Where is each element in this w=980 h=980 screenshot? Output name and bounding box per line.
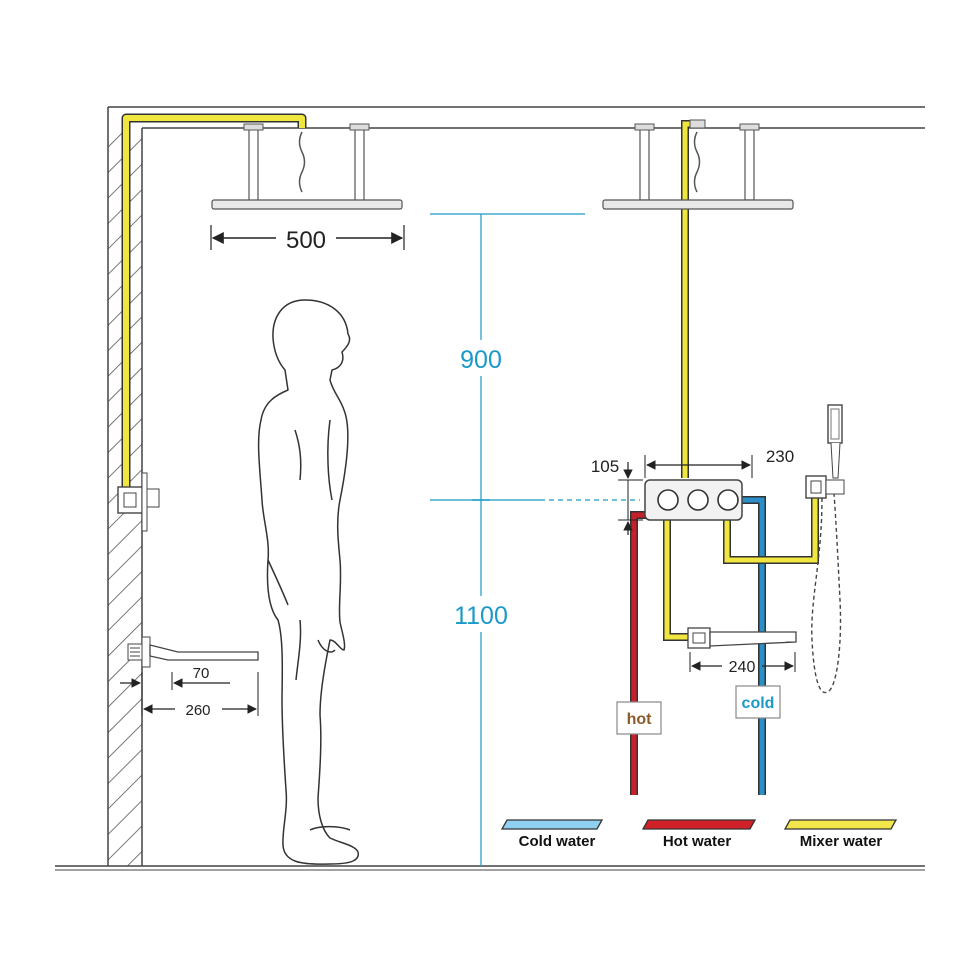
hot-pipe <box>630 511 648 795</box>
dim-vertical-heights: 900 1100 <box>430 213 640 866</box>
right-shower-head <box>602 119 794 210</box>
left-shower-head <box>211 123 403 210</box>
hot-tag: hot <box>616 701 662 735</box>
dim-label-70: 70 <box>193 665 210 682</box>
valve-knob-2 <box>687 489 709 511</box>
legend-hot: Hot water <box>641 819 757 850</box>
thermostatic-valve <box>644 479 743 521</box>
dim-valve-to-handshower: 230 <box>644 447 794 478</box>
cold-tag-label: cold <box>742 695 775 712</box>
legend-cold-label: Cold water <box>519 833 596 850</box>
right-tub-spout <box>687 627 797 649</box>
legend-mixer-swatch <box>783 819 898 830</box>
dim-valve-height: 105 <box>591 457 643 535</box>
dim-label-900: 900 <box>460 346 502 374</box>
building-structure <box>55 106 925 871</box>
dim-label-105: 105 <box>591 457 619 476</box>
cold-tag: cold <box>735 685 781 719</box>
legend: Cold water Hot water Mixer water <box>500 819 898 850</box>
human-figure <box>257 299 360 865</box>
left-wall-valve <box>117 472 160 532</box>
legend-cold: Cold water <box>500 819 604 850</box>
legend-hot-swatch <box>641 819 757 830</box>
dim-label-260: 260 <box>185 702 210 719</box>
dim-label-230: 230 <box>766 447 794 466</box>
legend-mixer-label: Mixer water <box>800 833 883 850</box>
cold-pipe <box>740 496 766 795</box>
legend-mixer: Mixer water <box>783 819 898 850</box>
hand-shower <box>805 404 845 694</box>
valve-knob-1 <box>657 489 679 511</box>
dim-label-500: 500 <box>286 227 326 254</box>
left-mixer-pipe <box>121 113 307 492</box>
dim-spout-left: 70 260 <box>120 665 259 719</box>
legend-hot-label: Hot water <box>663 833 732 850</box>
dim-spout-right: 240 <box>689 652 796 676</box>
dim-shower-width: 500 <box>210 225 405 254</box>
dim-label-1100: 1100 <box>454 602 508 630</box>
hot-tag-label: hot <box>627 711 653 728</box>
valve-knob-3 <box>717 489 739 511</box>
right-mixer-pipe-up <box>681 120 700 478</box>
left-tub-spout <box>127 636 259 668</box>
dim-label-240: 240 <box>729 659 756 676</box>
right-mixer-pipes-down <box>663 497 819 641</box>
legend-cold-swatch <box>500 819 604 830</box>
